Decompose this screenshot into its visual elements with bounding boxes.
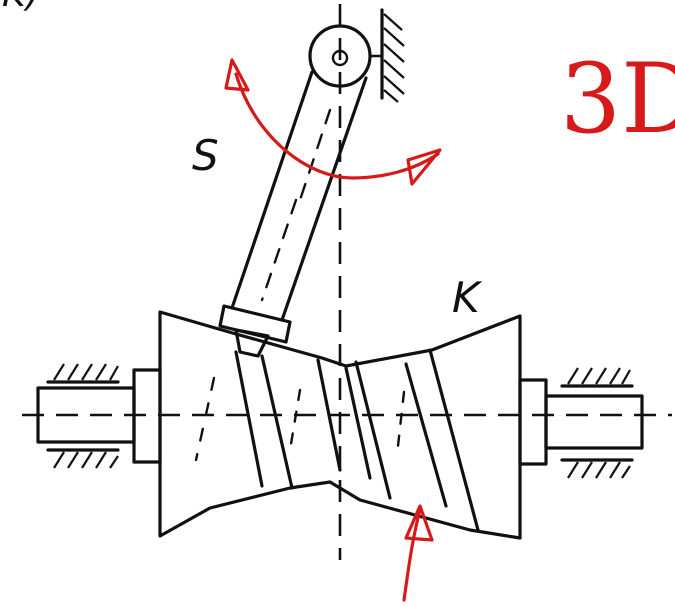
rotation-arrow-head-left (224, 58, 250, 92)
rotation-arrow-head-right (406, 148, 442, 186)
right-bearing (518, 367, 644, 479)
left-bearing (36, 363, 162, 469)
corner-label: K) (2, 0, 40, 15)
pointer-arrow-head (404, 504, 434, 542)
arm-label-s: S (192, 131, 219, 180)
roller-label-k: K (452, 273, 483, 322)
roller-body (158, 310, 522, 540)
annotation-3d: 3D (560, 43, 675, 155)
pivot-joint (308, 24, 384, 88)
wall-support (380, 8, 405, 103)
pointer-arrow (402, 508, 422, 602)
swing-arm (218, 70, 368, 358)
